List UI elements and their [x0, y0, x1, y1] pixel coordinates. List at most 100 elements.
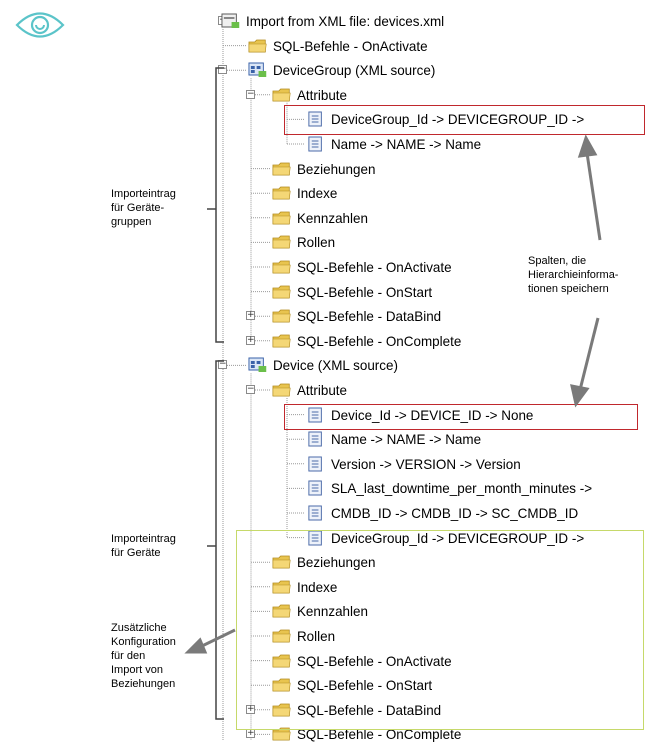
tree-node-rollen[interactable]: Rollen [272, 231, 335, 253]
folder-icon [272, 702, 291, 718]
tree-node-label: DeviceGroup (XML source) [272, 62, 436, 79]
tree-node-sql-befehle-onstart[interactable]: SQL-Befehle - OnStart [272, 674, 432, 696]
tree-node-name-name-name[interactable]: Name -> NAME -> Name [306, 133, 481, 155]
tree-node-cmdb-id-cmdb-id-sc-cmdb-id[interactable]: CMDB_ID -> CMDB_ID -> SC_CMDB_ID [306, 502, 578, 524]
tree-node-kennzahlen[interactable]: Kennzahlen [272, 207, 368, 229]
folder-icon [272, 382, 291, 398]
highlight-box-devicegroup-id [284, 105, 645, 135]
folder-icon [272, 653, 291, 669]
tree-node-label: Rollen [296, 234, 336, 251]
folder-icon [272, 677, 291, 693]
attribute-icon [306, 111, 325, 127]
tree-node-sql-befehle-onactivate[interactable]: SQL-Befehle - OnActivate [272, 650, 452, 672]
tree-node-label: SLA_last_downtime_per_month_minutes -> [330, 480, 593, 497]
tree-node-label: Rollen [296, 628, 336, 644]
tree-node-import-from-xml-file-devices-xml[interactable]: Import from XML file: devices.xml [221, 10, 444, 32]
tree-node-devicegroup-id-devicegroup-id[interactable]: DeviceGroup_Id -> DEVICEGROUP_ID -> [306, 108, 584, 130]
tree-node-label: Device (XML source) [272, 357, 398, 374]
tree-node-rollen[interactable]: Rollen [272, 625, 335, 647]
tree-node-label: SQL-Befehle - OnActivate [296, 652, 452, 669]
folder-icon [272, 579, 291, 595]
tree-node-indexe[interactable]: Indexe [272, 576, 337, 598]
tree-node-attribute[interactable]: Attribute [272, 84, 347, 106]
tree-expander[interactable]: + [246, 703, 255, 714]
attribute-icon [306, 505, 325, 521]
tree-expander[interactable]: + [246, 334, 255, 345]
folder-icon [272, 259, 291, 275]
annotation-line: tionen speichern [528, 283, 609, 295]
attribute-icon [306, 480, 325, 496]
tree-expander[interactable]: − [218, 64, 227, 75]
tree-expander[interactable]: − [246, 88, 255, 99]
folder-icon [272, 308, 291, 324]
tree-node-beziehungen[interactable]: Beziehungen [272, 158, 375, 180]
tree-node-label: SQL-Befehle - OnComplete [296, 332, 462, 349]
tree-node-beziehungen[interactable]: Beziehungen [272, 551, 375, 573]
tree-node-label: Attribute [296, 382, 348, 398]
tree-node-label: Kennzahlen [296, 603, 368, 620]
tree-expander[interactable]: − [246, 384, 255, 394]
tree-node-sql-befehle-onactivate[interactable]: SQL-Befehle - OnActivate [272, 256, 452, 278]
tree-node-attribute[interactable]: Attribute [272, 379, 347, 401]
attribute-icon [306, 431, 325, 447]
folder-icon [272, 554, 291, 570]
folder-icon [272, 333, 291, 349]
tree-node-sql-befehle-databind[interactable]: SQL-Befehle - DataBind [272, 305, 441, 327]
annotation-extra-config: Zusätzliche Konfiguration für den Import… [111, 621, 176, 691]
annotation-device-entry: Importeintrag für Geräte [111, 532, 176, 560]
attribute-icon [306, 136, 325, 152]
highlight-box-relations-config [236, 530, 644, 730]
tree-node-device-id-device-id-none[interactable]: Device_Id -> DEVICE_ID -> None [306, 404, 533, 426]
arrow-left-head [184, 637, 208, 654]
arrow-down-line [578, 317, 600, 391]
tree-node-name-name-name[interactable]: Name -> NAME -> Name [306, 428, 481, 450]
tree-node-label: CMDB_ID -> CMDB_ID -> SC_CMDB_ID [330, 505, 579, 521]
tree-expander[interactable]: + [246, 310, 255, 321]
import-icon [221, 13, 240, 29]
tree-node-label: Kennzahlen [296, 209, 368, 226]
tree-node-version-version-version[interactable]: Version -> VERSION -> Version [306, 453, 521, 475]
tree-node-kennzahlen[interactable]: Kennzahlen [272, 600, 368, 622]
tree-node-label: Attribute [296, 86, 348, 103]
tree-node-label: Device_Id -> DEVICE_ID -> None [330, 406, 534, 423]
tree-node-devicegroup-xml-source[interactable]: DeviceGroup (XML source) [248, 59, 435, 81]
tree-node-indexe[interactable]: Indexe [272, 182, 337, 204]
annotation-line: für Geräte [111, 547, 161, 559]
highlight-box-device-id [284, 404, 638, 430]
tree-node-label: SQL-Befehle - OnActivate [272, 37, 428, 54]
tree-node-label: SQL-Befehle - OnStart [296, 677, 433, 694]
tree-node-label: Version -> VERSION -> Version [330, 455, 521, 472]
annotation-line: für den [111, 650, 146, 662]
tree-node-label: SQL-Befehle - OnActivate [296, 259, 452, 275]
tree-node-label: Beziehungen [296, 160, 376, 177]
bracket-device [215, 360, 224, 720]
tree-node-label: Indexe [296, 578, 338, 595]
annotation-line: Konfiguration [111, 636, 176, 648]
arrow-left-line [199, 628, 236, 649]
tree-node-label: Name -> NAME -> Name [330, 136, 482, 152]
tree-node-label: Name -> NAME -> Name [330, 431, 482, 448]
tree-node-sla-last-downtime-per-month-minutes[interactable]: SLA_last_downtime_per_month_minutes -> [306, 477, 592, 499]
folder-icon [272, 234, 291, 250]
folder-icon [272, 726, 291, 742]
xml-source-icon [248, 357, 267, 373]
eye-icon [15, 12, 65, 38]
annotation-device-group-entry: Importeintrag für Geräte- gruppen [111, 187, 176, 229]
attribute-icon [306, 456, 325, 472]
tree-node-label: SQL-Befehle - OnStart [296, 283, 433, 300]
folder-icon [272, 628, 291, 644]
annotation-line: Hierarchieinforma- [528, 269, 619, 281]
tree-node-label: Import from XML file: devices.xml [245, 13, 445, 29]
tree-node-sql-befehle-onactivate[interactable]: SQL-Befehle - OnActivate [248, 35, 428, 57]
tree-node-label: DeviceGroup_Id -> DEVICEGROUP_ID -> [330, 529, 585, 546]
tree-node-device-xml-source[interactable]: Device (XML source) [248, 354, 398, 376]
tree-node-sql-befehle-onstart[interactable]: SQL-Befehle - OnStart [272, 281, 432, 303]
tree-node-sql-befehle-oncomplete[interactable]: SQL-Befehle - OnComplete [272, 330, 461, 352]
tree-node-devicegroup-id-devicegroup-id[interactable]: DeviceGroup_Id -> DEVICEGROUP_ID -> [306, 527, 584, 549]
tree-node-sql-befehle-oncomplete[interactable]: SQL-Befehle - OnComplete [272, 723, 461, 745]
tree-node-sql-befehle-databind[interactable]: SQL-Befehle - DataBind [272, 699, 441, 721]
attribute-icon [306, 407, 325, 423]
folder-icon [272, 161, 291, 177]
